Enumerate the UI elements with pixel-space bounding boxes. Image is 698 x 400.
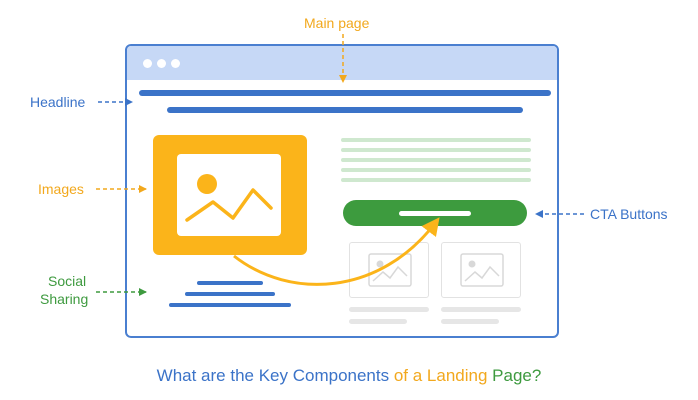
title-part-1: What are the Key Components [156,366,394,385]
social-bar [197,281,263,285]
text-line [341,138,531,142]
product-card [441,242,521,298]
image-icon [460,253,504,287]
card-caption [441,319,499,324]
page-title: What are the Key Components of a Landing… [0,366,698,386]
card-caption [349,307,429,312]
title-part-3: Page? [492,366,542,385]
window-dot [171,59,180,68]
card-caption [441,307,521,312]
headline-bar [139,90,551,96]
text-line [341,178,531,182]
text-line [341,148,531,152]
label-images: Images [38,181,84,197]
window-dot [143,59,152,68]
title-part-2: of a Landing [393,366,493,385]
cta-button-label [399,211,471,216]
card-caption [349,319,407,324]
social-bar [169,303,291,307]
browser-toolbar [127,46,557,80]
product-card [349,242,429,298]
browser-window [125,44,559,338]
label-cta-buttons: CTA Buttons [590,206,668,222]
text-line [341,168,531,172]
image-icon [368,253,412,287]
label-social: Social [48,273,87,289]
subheadline-bar [167,107,523,113]
text-line [341,158,531,162]
label-sharing: Sharing [40,291,89,307]
cta-button[interactable] [343,200,527,226]
image-icon [177,154,281,236]
label-main-page: Main page [304,15,370,31]
label-headline: Headline [30,94,86,110]
social-bar [185,292,275,296]
window-dot [157,59,166,68]
image-card [153,135,307,255]
